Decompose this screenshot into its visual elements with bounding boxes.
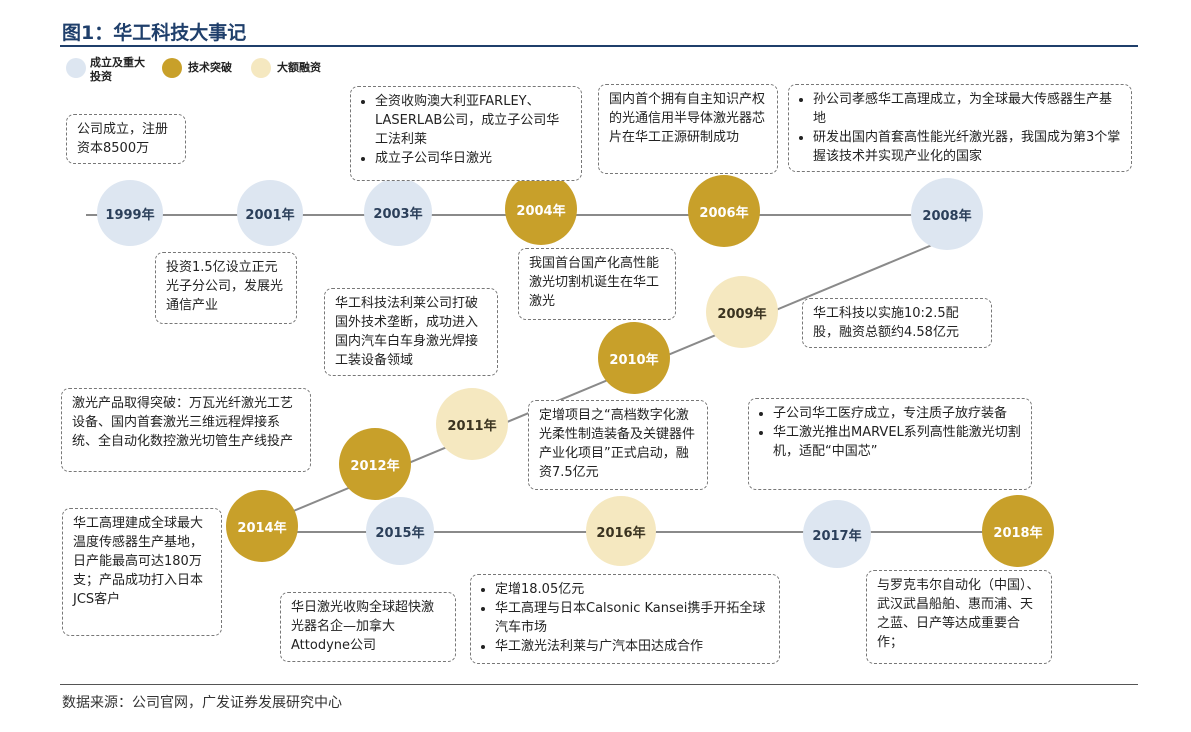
event-2004-text: 我国首台国产化高性能激光切割机诞生在华工激光 bbox=[529, 256, 660, 309]
event-2018: 与罗克韦尔自动化（中国）、武汉武昌船舶、惠而浦、天之蓝、日产等达成重要合作； bbox=[866, 570, 1052, 664]
node-2014: 2014年 bbox=[226, 490, 298, 562]
event-2018-text: 与罗克韦尔自动化（中国）、武汉武昌船舶、惠而浦、天之蓝、日产等达成重要合作； bbox=[877, 578, 1040, 650]
node-1999: 1999年 bbox=[97, 180, 163, 246]
legend-label-founding: 成立及重大投资 bbox=[90, 56, 145, 83]
event-2014: 华工高理建成全球最大温度传感器生产基地，日产能最高可达180万支；产品成功打入日… bbox=[62, 508, 222, 636]
node-2018: 2018年 bbox=[982, 495, 1054, 567]
node-2011: 2011年 bbox=[436, 388, 508, 460]
event-2011: 定增项目之“高档数字化激光柔性制造装备及关键器件产业化项目”正式启动，融资7.5… bbox=[528, 400, 708, 490]
event-2008: 孙公司孝感华工高理成立，为全球最大传感器生产基地 研发出国内首套高性能光纤激光器… bbox=[788, 84, 1132, 172]
event-2004: 我国首台国产化高性能激光切割机诞生在华工激光 bbox=[518, 248, 676, 320]
node-2017: 2017年 bbox=[803, 500, 871, 568]
node-2012: 2012年 bbox=[339, 428, 411, 500]
event-2016-item: 华工高理与日本Calsonic Kansei携手开拓全球汽车市场 bbox=[495, 599, 769, 637]
node-2003: 2003年 bbox=[364, 178, 432, 246]
event-2008-item: 孙公司孝感华工高理成立，为全球最大传感器生产基地 bbox=[813, 90, 1121, 128]
event-2009: 华工科技以实施10:2.5配股，融资总额约4.58亿元 bbox=[802, 298, 992, 348]
legend-label-financing: 大额融资 bbox=[277, 61, 321, 74]
node-2016: 2016年 bbox=[586, 496, 656, 566]
event-2003-item: 成立子公司华日激光 bbox=[375, 149, 571, 168]
figure-title: 图1：华工科技大事记 bbox=[62, 22, 247, 44]
legend-dot-founding bbox=[66, 58, 86, 78]
event-2006-text: 国内首个拥有自主知识产权的光通信用半导体激光器芯片在华工正源研制成功 bbox=[609, 92, 766, 145]
event-2003: 全资收购澳大利亚FARLEY、LASERLAB公司，成立子公司华工法利莱 成立子… bbox=[350, 86, 582, 181]
event-2016: 定增18.05亿元 华工高理与日本Calsonic Kansei携手开拓全球汽车… bbox=[470, 574, 780, 664]
event-2009-text: 华工科技以实施10:2.5配股，融资总额约4.58亿元 bbox=[813, 306, 959, 340]
event-2017-item: 华工激光推出MARVEL系列高性能激光切割机，适配“中国芯” bbox=[773, 423, 1021, 461]
event-1999-text: 公司成立，注册资本8500万 bbox=[77, 122, 169, 156]
event-2010: 华工科技法利莱公司打破国外技术垄断，成功进入国内汽车白车身激光焊接工装设备领域 bbox=[324, 288, 498, 376]
event-2014-text: 华工高理建成全球最大温度传感器生产基地，日产能最高可达180万支；产品成功打入日… bbox=[73, 516, 204, 607]
legend-label-tech: 技术突破 bbox=[188, 61, 232, 74]
node-2006: 2006年 bbox=[688, 175, 760, 247]
node-2009: 2009年 bbox=[706, 276, 778, 348]
node-2001: 2001年 bbox=[237, 180, 303, 246]
event-2015-text: 华日激光收购全球超快激光器名企—加拿大Attodyne公司 bbox=[291, 600, 435, 653]
top-rule bbox=[60, 45, 1138, 47]
event-2001: 投资1.5亿设立正元光子分公司，发展光通信产业 bbox=[155, 252, 297, 324]
bottom-rule bbox=[60, 684, 1138, 685]
event-2017-item: 子公司华工医疗成立，专注质子放疗装备 bbox=[773, 404, 1021, 423]
source-note: 数据来源：公司官网，广发证券发展研究中心 bbox=[62, 695, 342, 711]
event-2017: 子公司华工医疗成立，专注质子放疗装备 华工激光推出MARVEL系列高性能激光切割… bbox=[748, 398, 1032, 490]
event-2006: 国内首个拥有自主知识产权的光通信用半导体激光器芯片在华工正源研制成功 bbox=[598, 84, 778, 174]
node-2015: 2015年 bbox=[366, 497, 434, 565]
event-2010-text: 华工科技法利莱公司打破国外技术垄断，成功进入国内汽车白车身激光焊接工装设备领域 bbox=[335, 296, 479, 368]
event-2001-text: 投资1.5亿设立正元光子分公司，发展光通信产业 bbox=[166, 260, 284, 313]
legend-dot-tech bbox=[162, 58, 182, 78]
node-2010: 2010年 bbox=[598, 322, 670, 394]
event-2016-item: 定增18.05亿元 bbox=[495, 580, 769, 599]
event-2003-item: 全资收购澳大利亚FARLEY、LASERLAB公司，成立子公司华工法利莱 bbox=[375, 92, 571, 149]
event-2008-item: 研发出国内首套高性能光纤激光器，我国成为第3个掌握该技术并实现产业化的国家 bbox=[813, 128, 1121, 166]
node-2004: 2004年 bbox=[505, 173, 577, 245]
event-2011-text: 定增项目之“高档数字化激光柔性制造装备及关键器件产业化项目”正式启动，融资7.5… bbox=[539, 408, 696, 480]
event-2012-text: 激光产品取得突破：万瓦光纤激光工艺设备、国内首套激光三维远程焊接系统、全自动化数… bbox=[72, 396, 294, 449]
event-2015: 华日激光收购全球超快激光器名企—加拿大Attodyne公司 bbox=[280, 592, 456, 662]
event-1999: 公司成立，注册资本8500万 bbox=[66, 114, 186, 164]
legend-dot-financing bbox=[251, 58, 271, 78]
event-2012: 激光产品取得突破：万瓦光纤激光工艺设备、国内首套激光三维远程焊接系统、全自动化数… bbox=[61, 388, 311, 472]
node-2008: 2008年 bbox=[911, 178, 983, 250]
event-2016-item: 华工激光法利莱与广汽本田达成合作 bbox=[495, 637, 769, 656]
